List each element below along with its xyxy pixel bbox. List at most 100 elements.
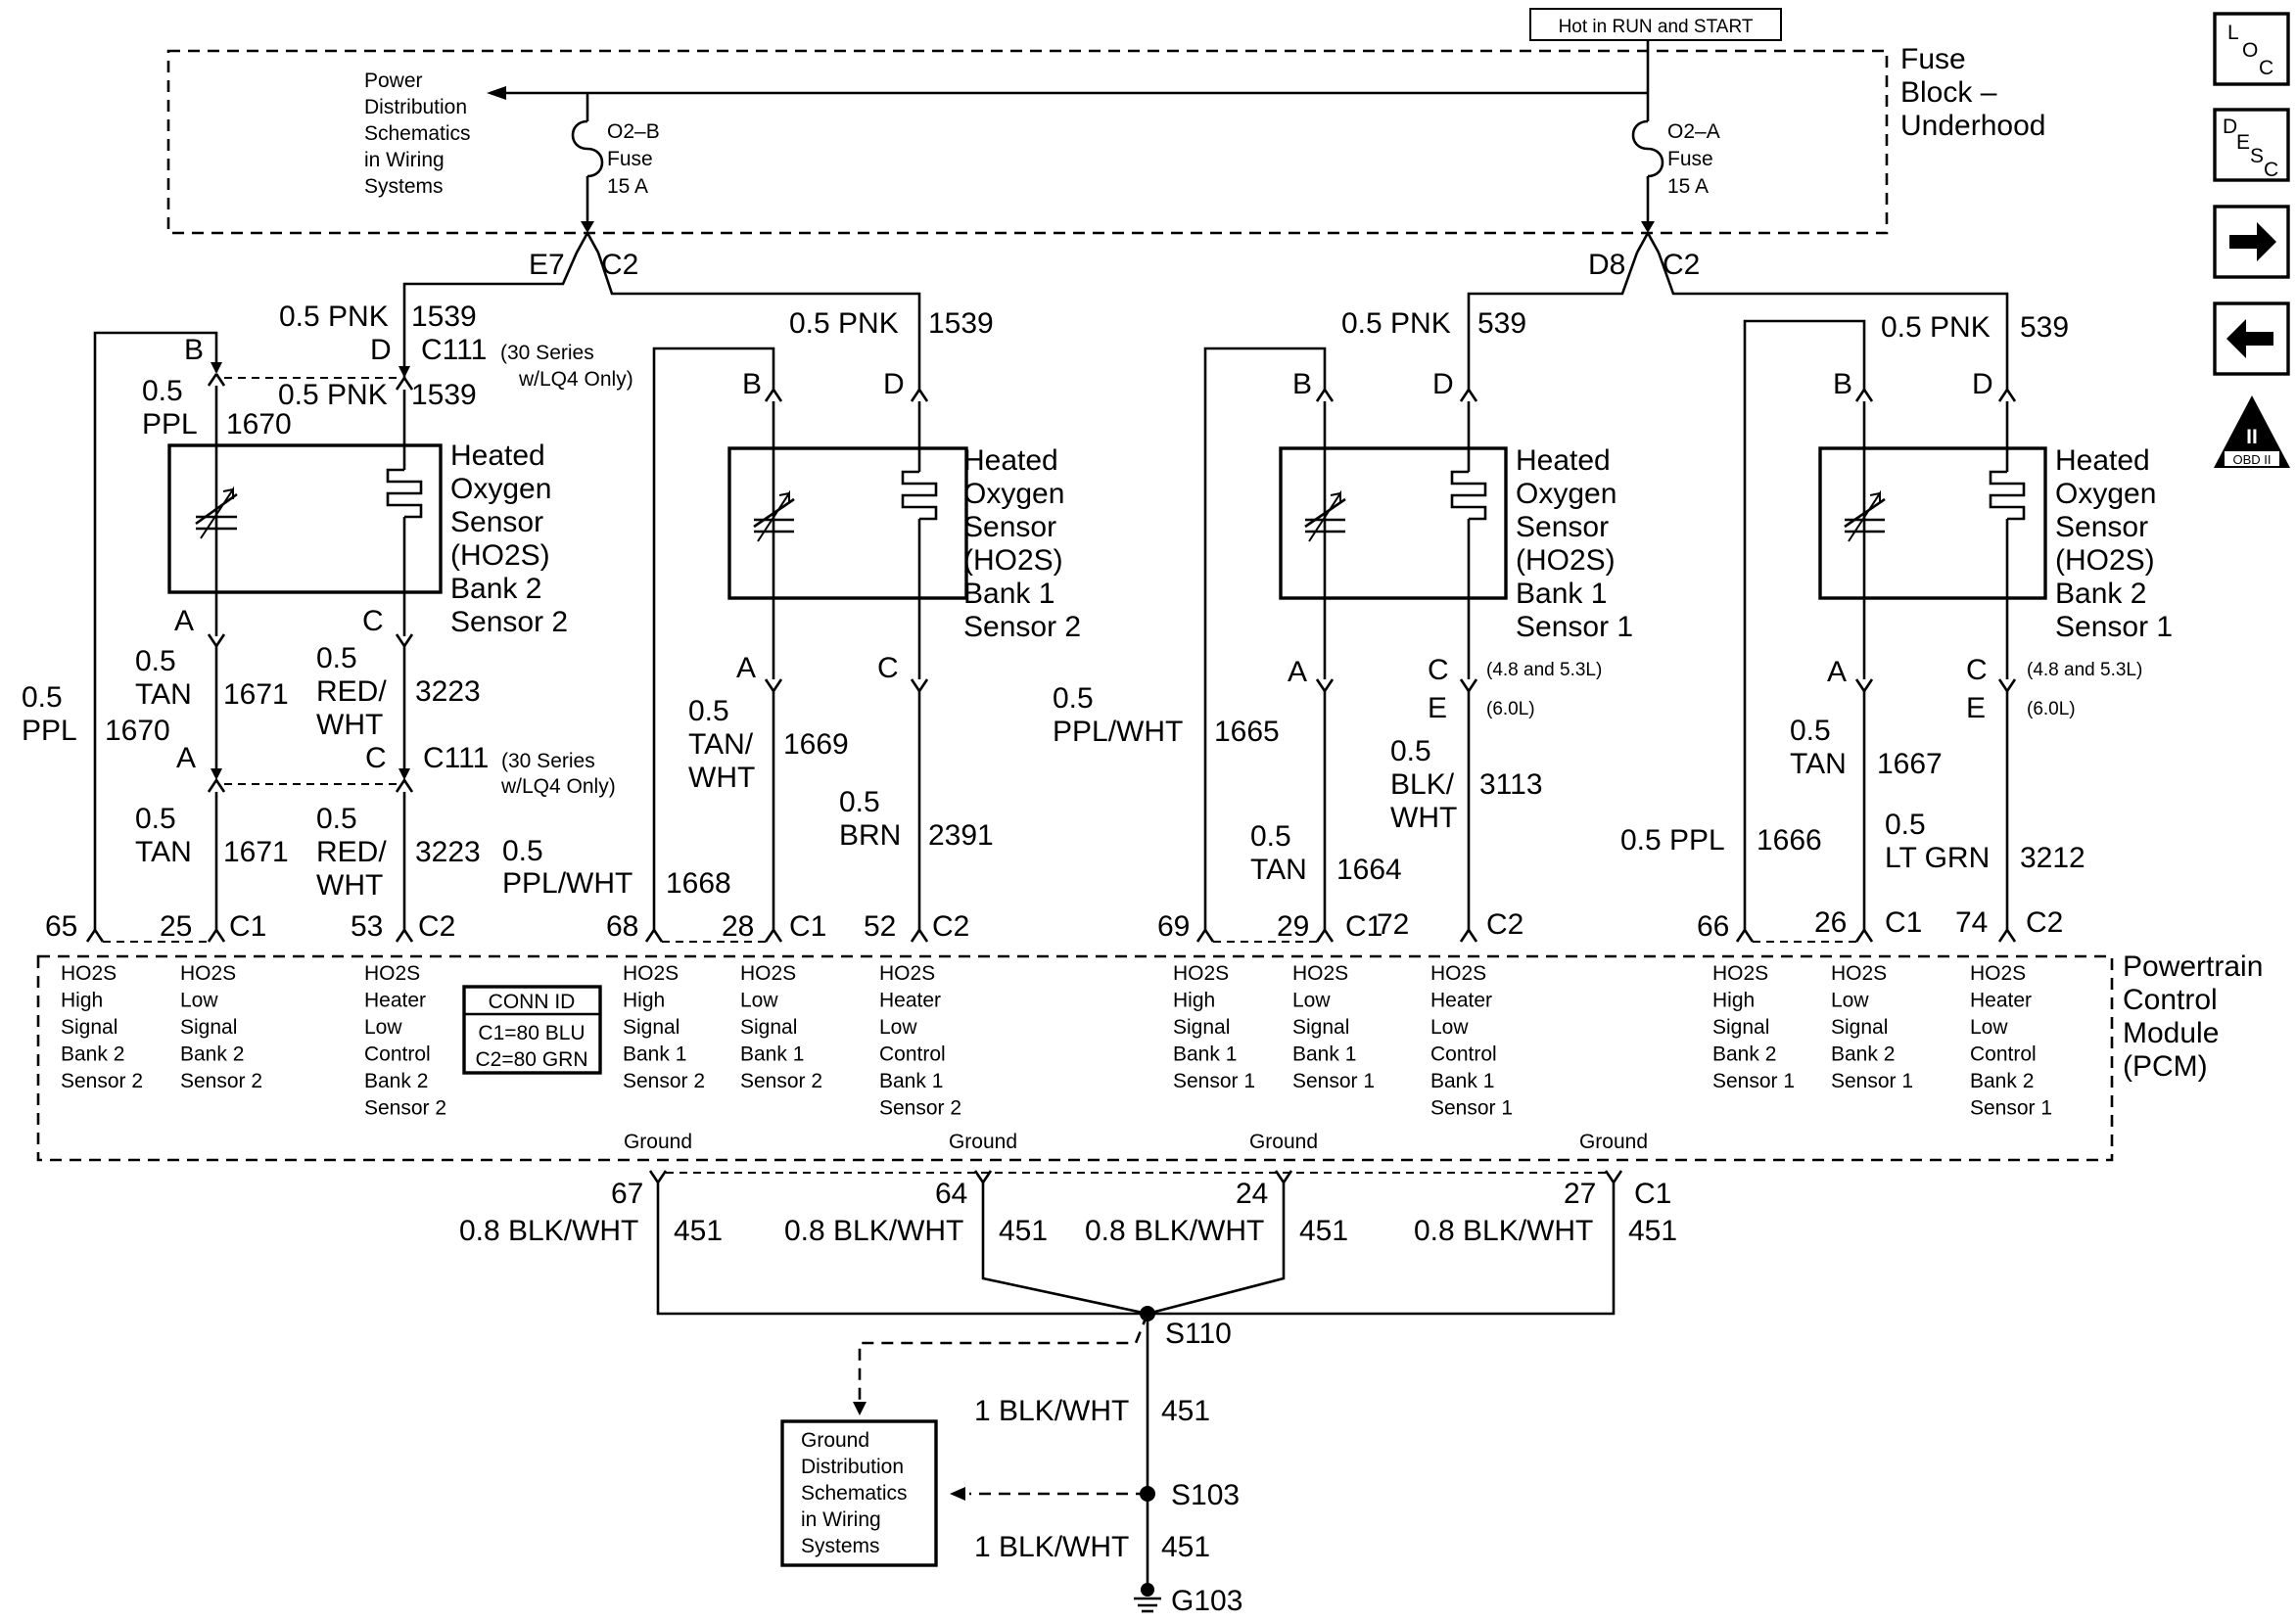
svg-text:PPL/WHT: PPL/WHT [502,867,633,900]
svg-text:Fuse: Fuse [607,148,653,170]
pcm-terminal-label: HO2S [1970,962,2026,985]
svg-text:WHT: WHT [316,709,383,741]
svg-text:w/LQ4 Only): w/LQ4 Only) [518,368,633,391]
svg-text:539: 539 [2020,311,2069,344]
svg-text:Heated: Heated [963,444,1058,477]
pcm-terminal-label: Control [879,1043,946,1066]
svg-text:Fuse: Fuse [1667,148,1713,170]
svg-text:(HO2S): (HO2S) [450,539,550,572]
svg-text:0.5 PNK: 0.5 PNK [278,379,388,411]
svg-text:G103: G103 [1171,1585,1242,1617]
sensor-bank2-sensor2: 0.5 PNK 1539 D C111 (30 Series w/LQ4 Onl… [22,301,633,930]
power-dist-line3: Schematics [364,122,471,145]
pcm-terminal-label: Sensor 2 [364,1097,446,1120]
svg-text:D: D [370,334,392,366]
heater-element-icon [386,445,423,592]
ground-dist-box: Ground Distribution Schematics in Wiring… [780,1419,938,1567]
power-dist-line4: in Wiring [364,149,445,171]
svg-text:0.8 BLK/WHT: 0.8 BLK/WHT [1085,1215,1264,1247]
svg-text:A: A [1827,656,1847,688]
pcm-terminal-label: Bank 1 [740,1043,804,1066]
svg-text:Heated: Heated [1516,444,1611,477]
svg-text:Distribution: Distribution [801,1456,904,1478]
svg-text:25: 25 [160,910,192,943]
svg-text:15 A: 15 A [607,175,648,198]
pcm-terminal-label: HO2S [740,962,796,985]
pcm-terminal-label: HO2S [879,962,935,985]
pcm-terminal-label: HO2S [1292,962,1348,985]
pcm-terminal-label: Signal [623,1016,679,1039]
pcm-terminal-label: Low [180,990,218,1012]
pin-d8: D8 [1588,249,1625,281]
wire-1668 [652,347,775,930]
svg-text:Heated: Heated [2055,444,2150,477]
svg-text:74: 74 [1955,906,1988,939]
svg-text:Sensor 2: Sensor 2 [450,606,568,638]
desc-icon[interactable]: D E S C [2213,108,2290,182]
svg-text:Sensor: Sensor [2055,511,2148,543]
top-connectors: E7 C2 D8 C2 [402,232,2009,392]
pin-e7: E7 [529,249,565,281]
pcm-terminal-label: Signal [1712,1016,1769,1039]
svg-text:Ground: Ground [801,1429,869,1452]
pcm-terminal-label: Bank 2 [1712,1043,1776,1066]
svg-text:C: C [362,605,384,637]
svg-text:0.5: 0.5 [1885,809,1926,841]
pcm-terminal-label: Heater [1970,990,2032,1012]
wire-1666 [1743,319,1866,930]
svg-text:C: C [1428,654,1449,686]
conn-c2-left: C2 [601,249,638,281]
svg-text:(6.0L): (6.0L) [1486,699,1535,719]
svg-text:Ground: Ground [624,1131,692,1153]
next-page-icon[interactable] [2213,205,2290,279]
svg-text:Bank 1: Bank 1 [963,578,1054,610]
pcm-terminal-label: Sensor 2 [61,1070,143,1092]
svg-text:C2: C2 [418,910,455,943]
svg-text:Bank 1: Bank 1 [1516,578,1607,610]
svg-text:E: E [2236,131,2250,154]
pcm-terminal-label: Bank 2 [180,1043,244,1066]
pcm-terminal-label: Bank 1 [1292,1043,1356,1066]
previous-page-icon[interactable] [2213,301,2290,376]
variable-resistor-icon [1304,448,1346,598]
loc-icon[interactable]: L O C [2213,12,2290,86]
pcm-terminal-label: Bank 1 [1430,1070,1494,1092]
svg-text:RED/: RED/ [316,675,387,708]
power-dist-line2: Distribution [364,96,467,118]
pcm-terminal-label: Bank 1 [1173,1043,1237,1066]
svg-text:64: 64 [935,1178,967,1210]
svg-text:Sensor: Sensor [450,506,543,538]
svg-text:CONN ID: CONN ID [489,991,576,1013]
fuse-block-line2: Block – [1900,76,1997,109]
svg-text:53: 53 [351,910,383,943]
svg-text:Ground: Ground [949,1131,1017,1153]
svg-text:BLK/: BLK/ [1390,768,1455,801]
svg-text:3223: 3223 [415,675,481,708]
svg-text:C2: C2 [2026,906,2063,939]
pcm-terminal-label: Sensor 1 [1831,1070,1913,1092]
fuse-symbol [571,119,604,178]
svg-text:451: 451 [1299,1215,1348,1247]
pcm-terminal-label: Low [740,990,778,1012]
svg-text:C2: C2 [932,910,969,943]
svg-text:TAN: TAN [1250,854,1307,886]
svg-text:w/LQ4 Only): w/LQ4 Only) [500,775,616,798]
svg-text:PPL: PPL [142,408,198,440]
sensor-box [1818,446,2047,600]
svg-text:0.5: 0.5 [688,695,729,727]
svg-text:0.5: 0.5 [1053,682,1094,715]
pcm-terminal-label: HO2S [1831,962,1887,985]
svg-text:(6.0L): (6.0L) [2027,699,2076,719]
svg-text:24: 24 [1236,1178,1268,1210]
fuse-o2-b: O2–B Fuse 15 A [571,93,660,233]
hot-label: Hot in RUN and START [1559,17,1754,37]
feed-539-bank2s1 [1657,252,2009,392]
pcm-terminal-label: Sensor 1 [1970,1097,2052,1120]
svg-text:C1: C1 [1345,910,1382,943]
svg-text:(HO2S): (HO2S) [963,544,1063,577]
pcm-terminal-label: Sensor 2 [623,1070,705,1092]
sensor-bank1-sensor1: 0.5 PNK 539 B D Heated Oxygen Sensor (HO… [1053,307,1633,930]
svg-text:0.5: 0.5 [1250,820,1291,853]
svg-text:D: D [883,368,905,400]
